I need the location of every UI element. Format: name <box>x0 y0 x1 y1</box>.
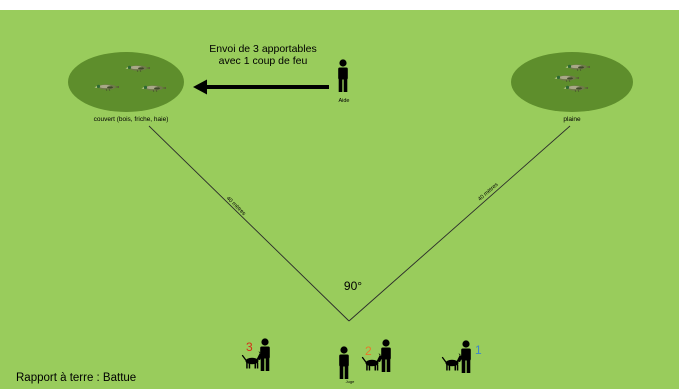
left-distance-line <box>148 125 350 322</box>
team-number-2: 2 <box>365 344 372 358</box>
instruction-line-1: Envoi de 3 apportables <box>209 43 316 55</box>
left-cover-zone <box>68 52 184 112</box>
person-icon <box>260 338 270 371</box>
right-distance-line <box>348 125 571 322</box>
team-number-1: 1 <box>475 343 482 357</box>
footer-title: Rapport à terre : Battue <box>16 372 136 384</box>
team-number-3: 3 <box>246 340 253 354</box>
person-icon <box>461 340 471 373</box>
right-distance-label: 40 mètres <box>477 182 500 203</box>
right-zone-label: plaine <box>563 116 581 123</box>
instruction-line-2: avec 1 coup de feu <box>219 55 308 67</box>
left-distance-label: 40 mètres <box>225 196 247 217</box>
arrow-left-icon <box>193 79 329 95</box>
right-cover-zone <box>511 52 633 112</box>
person-icon <box>381 339 391 372</box>
helper-label: Aide <box>338 98 349 104</box>
left-zone-label: couvert (bois, friche, haie) <box>94 116 169 123</box>
angle-label: 90° <box>344 279 362 293</box>
person-icon <box>338 59 348 92</box>
person-icon <box>339 346 349 379</box>
dog-icon <box>441 352 465 372</box>
judge-label: Juge <box>346 379 355 384</box>
